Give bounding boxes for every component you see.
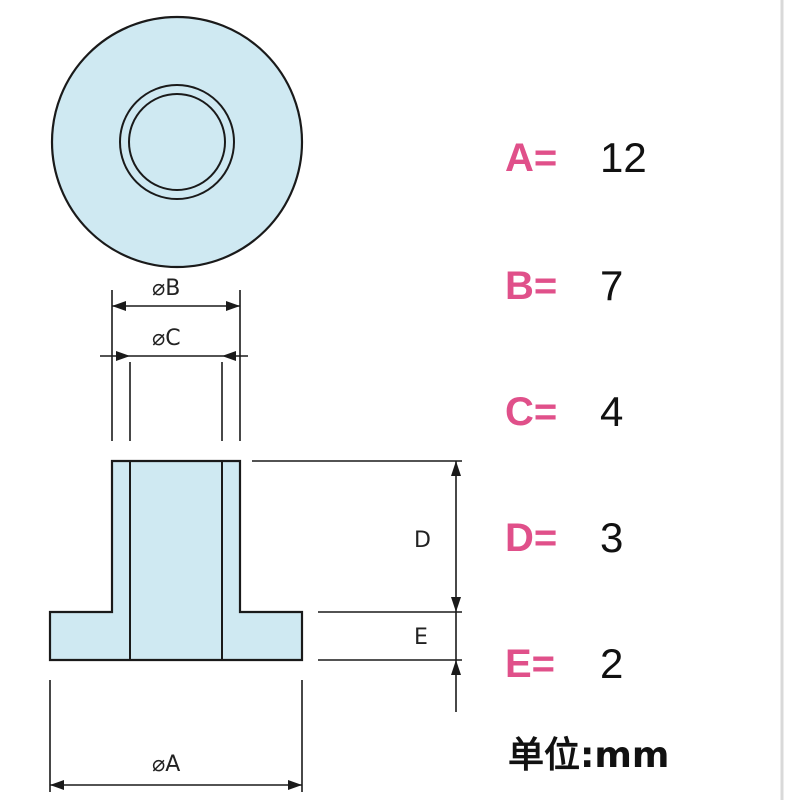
label-height-d: D: [414, 528, 431, 553]
spec-row-c: C= 4: [505, 382, 623, 442]
label-diameter-b: ⌀B: [152, 276, 181, 301]
unit-label: 单位:mm: [508, 735, 670, 776]
label-diameter-a: ⌀A: [152, 752, 181, 777]
top-view-bore-outer: [119, 84, 235, 200]
spec-row-a: A= 12: [505, 128, 647, 188]
spec-row-b: B= 7: [505, 256, 623, 316]
spec-key: E=: [505, 641, 556, 686]
dimension-c: [100, 351, 248, 441]
spec-value: 12: [600, 134, 647, 181]
spec-value: 7: [600, 262, 624, 309]
dimension-d-e: [252, 460, 462, 712]
side-view-outline: [48, 459, 304, 662]
label-diameter-c: ⌀C: [152, 326, 181, 351]
dimension-b: [111, 290, 241, 441]
spec-value: 4: [600, 388, 624, 435]
dimension-a: [49, 680, 303, 792]
spec-key: A=: [505, 135, 558, 180]
spec-row-d: D= 3: [505, 508, 623, 568]
top-view: [50, 15, 304, 269]
top-view-bore-inner: [128, 93, 226, 191]
side-view: [48, 459, 304, 662]
spec-key: D=: [505, 515, 558, 560]
spec-value: 3: [600, 514, 624, 561]
spec-key: B=: [505, 263, 558, 308]
label-height-e: E: [414, 625, 428, 650]
spec-row-e: E= 2: [505, 634, 623, 694]
spec-key: C=: [505, 389, 558, 434]
spec-value: 2: [600, 640, 624, 687]
